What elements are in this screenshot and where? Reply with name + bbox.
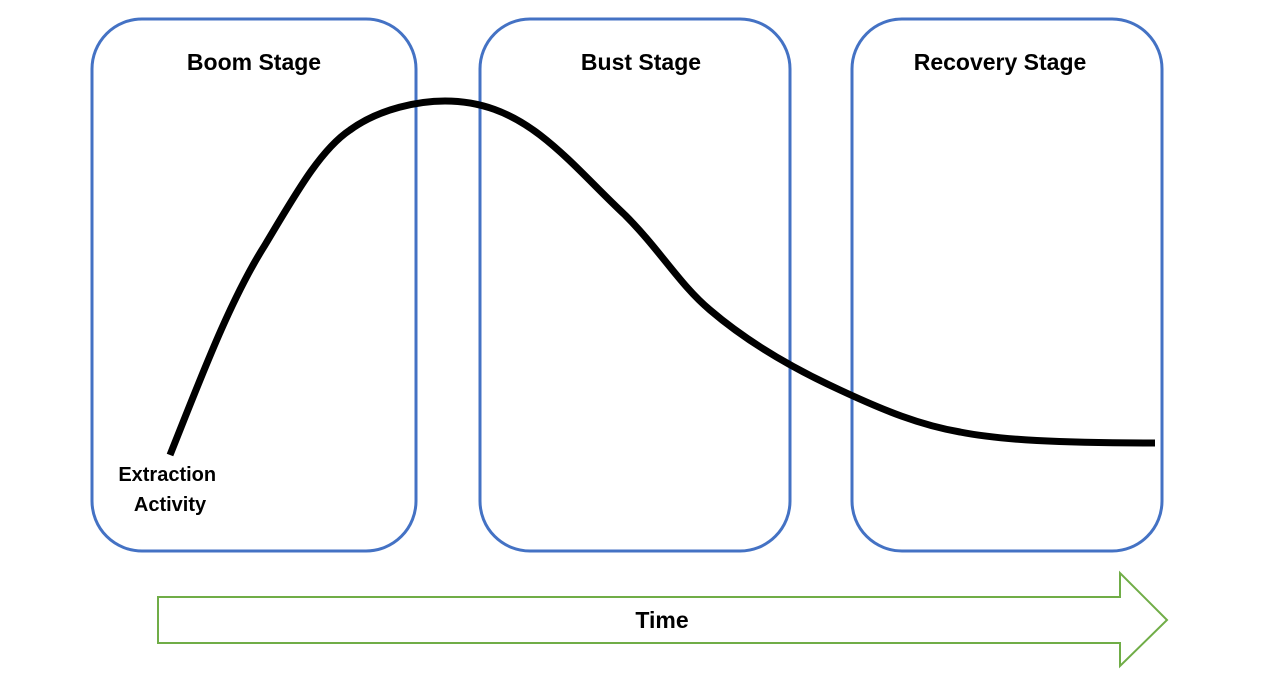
stage-recovery-box xyxy=(850,17,1164,553)
stage-recovery: Recovery Stage xyxy=(850,17,1164,553)
curve-label: Extraction Activity xyxy=(118,464,221,516)
stage-boom-title: Boom Stage xyxy=(187,49,321,75)
extraction-activity-curve xyxy=(166,97,1156,457)
curve-label-line1: Extraction xyxy=(118,464,216,486)
time-arrow xyxy=(157,570,1169,669)
stage-boom: Boom Stage xyxy=(90,17,418,553)
time-label: Time xyxy=(635,607,688,633)
stage-bust-title: Bust Stage xyxy=(581,49,701,75)
stage-recovery-title: Recovery Stage xyxy=(914,49,1087,75)
stage-boom-box xyxy=(90,17,418,553)
stage-bust: Bust Stage xyxy=(478,17,792,553)
stage-bust-box xyxy=(478,17,792,553)
curve-label-line2: Activity xyxy=(134,494,207,516)
